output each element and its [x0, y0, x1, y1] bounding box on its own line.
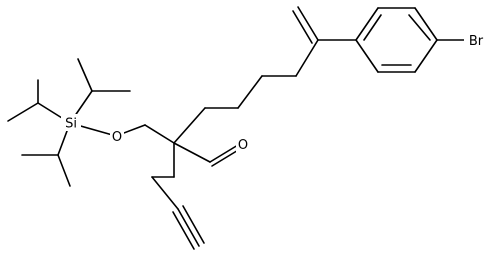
bond — [355, 7, 379, 41]
bond — [57, 154, 71, 187]
atom-label-layer: Si O O Br — [61, 31, 488, 153]
bond — [7, 102, 39, 122]
bromine-atom-label: Br — [464, 31, 488, 49]
bond — [414, 7, 438, 41]
bond — [177, 208, 200, 247]
aldehyde-oxygen-symbol: O — [238, 138, 248, 153]
bond — [295, 39, 319, 77]
silicon-symbol: Si — [65, 117, 77, 132]
aldehyde-oxygen-label: O — [236, 136, 250, 153]
bond-layer — [7, 6, 467, 250]
bond — [144, 124, 175, 144]
bond — [414, 39, 438, 73]
bond — [355, 39, 379, 73]
bond — [209, 144, 239, 163]
bond — [182, 205, 205, 244]
bond — [151, 176, 179, 210]
ether-oxygen-symbol: O — [112, 130, 122, 145]
bond — [77, 58, 93, 92]
bond — [363, 14, 382, 41]
silicon-atom-label: Si — [61, 114, 81, 132]
bond — [172, 211, 195, 250]
bond — [211, 148, 241, 167]
ether-oxygen-label: O — [110, 128, 124, 145]
bond — [237, 75, 263, 109]
bond — [408, 14, 431, 41]
bond — [297, 6, 319, 41]
bond — [292, 10, 313, 44]
bond — [173, 142, 211, 163]
bromine-symbol: Br — [469, 34, 484, 49]
bond — [173, 107, 206, 144]
